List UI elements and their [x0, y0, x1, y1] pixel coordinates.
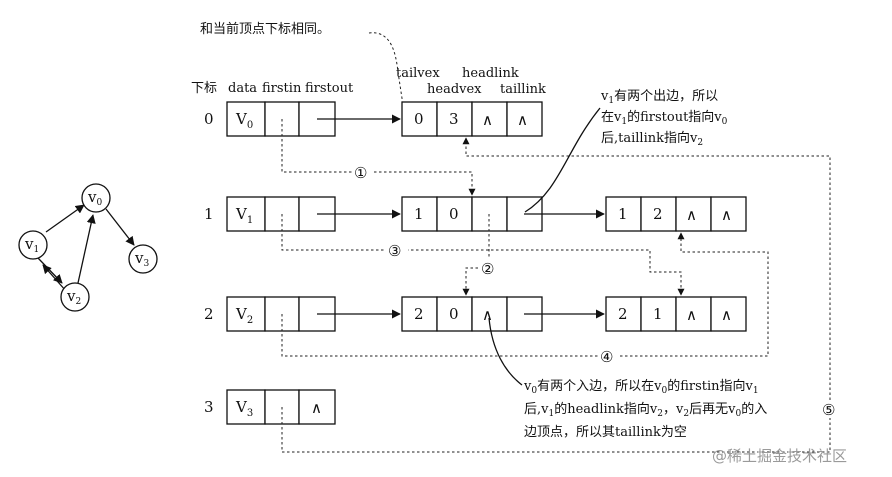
header-index: 下标: [191, 81, 217, 96]
link-4: [281, 232, 769, 357]
arc-taillink-null: ∧: [721, 206, 732, 224]
vertex-data-cell: [226, 196, 266, 232]
arc-node-1-2: 1 2 ∧ ∧: [605, 196, 747, 232]
graph-node-v3: [128, 244, 158, 274]
header-taillink: taillink: [500, 82, 546, 97]
header-headvex: headvex: [427, 82, 482, 97]
vertex-row-1: 1 V1: [204, 196, 336, 232]
firstout-null: ∧: [311, 399, 322, 417]
firstin-links: [281, 119, 831, 453]
link-2: [462, 214, 490, 296]
edge-v1-v0: [45, 204, 85, 233]
svg-text:v1有两个出边，所以: v1有两个出边，所以: [600, 89, 718, 106]
arc-tailvex: 1: [414, 205, 424, 223]
arc-node-2-0: 2 0 ∧: [401, 296, 543, 332]
arc-headvex: 0: [449, 205, 459, 223]
svg-text:v1: v1: [24, 235, 39, 255]
edge-v2-v0: [77, 214, 96, 284]
edge-v0-v3: [105, 208, 135, 246]
svg-text:在v1的firstout指向v0: 在v1的firstout指向v0: [601, 109, 728, 127]
arc-tailvex: 2: [414, 305, 424, 323]
arc-node-0-3: 0 3 ∧ ∧: [401, 101, 543, 137]
directed-graph: v0 v1 v2 v3: [18, 183, 158, 312]
arc-tailvex: 2: [618, 305, 628, 323]
marker-5: ⑤: [822, 401, 835, 419]
top-note: 和当前顶点下标相同。: [200, 21, 330, 37]
arc-headvex: 1: [653, 305, 663, 323]
vertex-index: 1: [204, 205, 214, 223]
arc-headvex: 2: [653, 205, 663, 223]
vertex-row-3: 3 V3 ∧: [204, 389, 336, 425]
note-v0-firstin: v0有两个入边，所以在v0的firstin指向v1 后,v1的headlink指…: [523, 378, 767, 440]
link-5: [281, 137, 831, 453]
arc-taillink-null: ∧: [721, 306, 732, 324]
arc-headlink-null: ∧: [482, 111, 493, 129]
arc-headlink-null: ∧: [482, 306, 493, 324]
svg-text:后,taillink指向v2: 后,taillink指向v2: [601, 130, 703, 148]
graph-node-v1: [18, 230, 48, 260]
arc-headlink-null: ∧: [686, 306, 697, 324]
vertex-row-0: 0 V0: [204, 101, 336, 137]
svg-text:边顶点，所以其taillink为空: 边顶点，所以其taillink为空: [524, 425, 687, 440]
vertex-data-cell: [226, 296, 266, 332]
marker-1: ①: [354, 164, 367, 182]
marker-3: ③: [388, 242, 401, 260]
header-headlink: headlink: [462, 66, 519, 81]
arc-taillink-null: ∧: [517, 111, 528, 129]
marker-4: ④: [600, 348, 613, 366]
header-firstout: firstout: [305, 81, 354, 96]
header-tailvex: tailvex: [396, 66, 440, 81]
vertex-headers: 下标 data firstin firstout: [191, 81, 354, 96]
graph-node-v2: [60, 282, 90, 312]
marker-2: ②: [481, 260, 494, 278]
arc-node-1-0: 1 0: [401, 196, 543, 232]
firstout-cell: [298, 389, 336, 425]
link-3: [281, 214, 685, 296]
watermark: @稀土掘金技术社区: [712, 447, 847, 465]
header-data: data: [228, 81, 257, 96]
vertex-label: V0: [235, 110, 253, 131]
svg-text:v2: v2: [66, 287, 81, 307]
note-v1-firstout: v1有两个出边，所以 在v1的firstout指向v0 后,taillink指向…: [600, 89, 728, 148]
arc-headvex: 3: [449, 110, 459, 128]
arc-tailvex: 0: [414, 110, 424, 128]
svg-text:v3: v3: [134, 249, 149, 269]
vertex-index: 3: [204, 398, 214, 416]
header-firstin: firstin: [262, 81, 302, 96]
arc-headvex: 0: [449, 305, 459, 323]
arc-headers: tailvex headvex headlink taillink: [396, 66, 546, 97]
edge-v1-v2: [37, 257, 63, 284]
svg-text:v0: v0: [87, 188, 102, 208]
note-1-leader: [524, 107, 601, 213]
arc-tailvex: 1: [618, 205, 628, 223]
arc-node-2-1: 2 1 ∧ ∧: [605, 296, 747, 332]
link-1: [281, 119, 476, 196]
top-note-leader: [368, 32, 406, 119]
note-2-leader: [488, 317, 523, 386]
arc-headlink-null: ∧: [686, 206, 697, 224]
vertex-index: 0: [204, 110, 214, 128]
svg-text:后,v1的headlink指向v2，v2后再无v0的入: 后,v1的headlink指向v2，v2后再无v0的入: [524, 401, 767, 419]
edge-v2-v1: [42, 264, 67, 292]
step-markers: ① ② ③ ④ ⑤: [352, 163, 842, 419]
graph-node-v0: [81, 183, 111, 213]
svg-text:v0有两个入边，所以在v0的firstin指向v1: v0有两个入边，所以在v0的firstin指向v1: [523, 378, 759, 396]
vertex-label: V1: [235, 205, 253, 226]
vertex-label: V3: [235, 398, 253, 419]
vertex-index: 2: [204, 305, 214, 323]
vertex-row-2: 2 V2: [204, 296, 336, 332]
firstout-arrows: [317, 114, 605, 319]
vertex-label: V2: [235, 305, 253, 326]
